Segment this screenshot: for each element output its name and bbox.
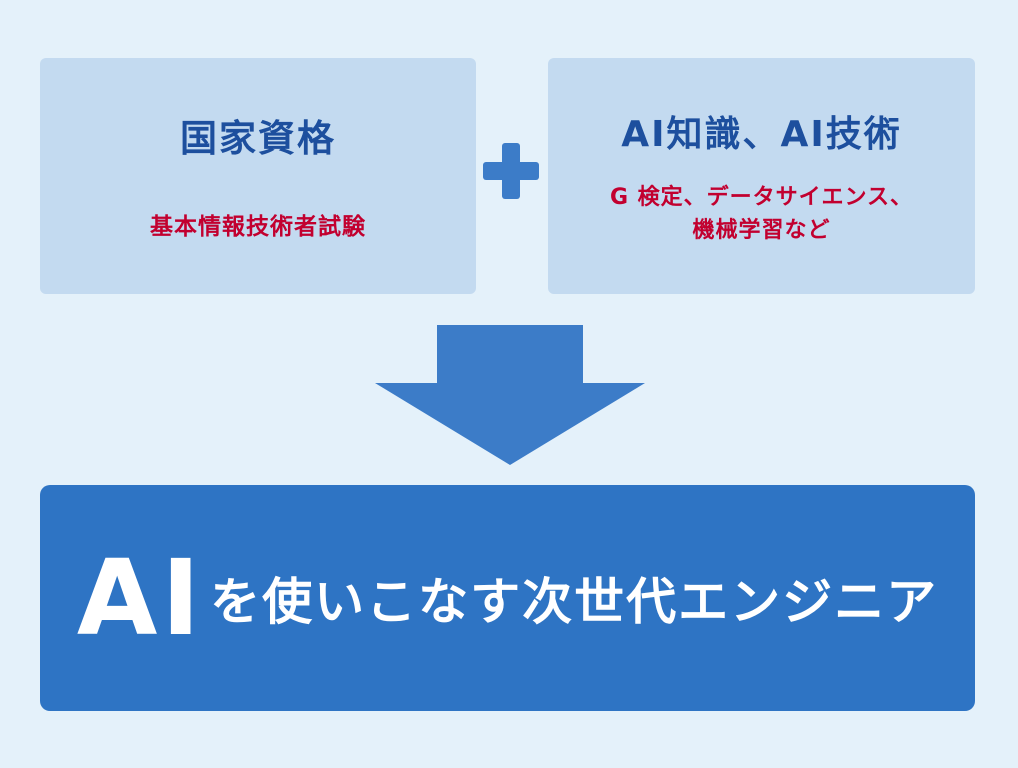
- result-box-text-rest: を使いこなす次世代エンジニア: [210, 573, 939, 631]
- right-box-subtitle: G 検定、データサイエンス、 機械学習など: [610, 181, 913, 247]
- ai-knowledge-box: AI知識、AI技術 G 検定、データサイエンス、 機械学習など: [548, 58, 975, 294]
- down-arrow-head: [375, 383, 645, 465]
- right-box-subtitle-line2: 機械学習など: [692, 218, 831, 243]
- result-box-text-ai: AI: [76, 537, 205, 659]
- down-arrow-icon: [375, 325, 645, 465]
- plus-icon-vertical-bar: [502, 143, 520, 199]
- plus-icon: [483, 143, 539, 199]
- right-box-title: AI知識、AI技術: [621, 114, 902, 155]
- down-arrow-stem: [437, 325, 583, 385]
- national-qualification-box: 国家資格 基本情報技術者試験: [40, 58, 476, 294]
- right-box-subtitle-line1: G 検定、データサイエンス、: [609, 185, 914, 210]
- left-box-subtitle: 基本情報技術者試験: [150, 213, 366, 240]
- left-box-title: 国家資格: [180, 116, 336, 160]
